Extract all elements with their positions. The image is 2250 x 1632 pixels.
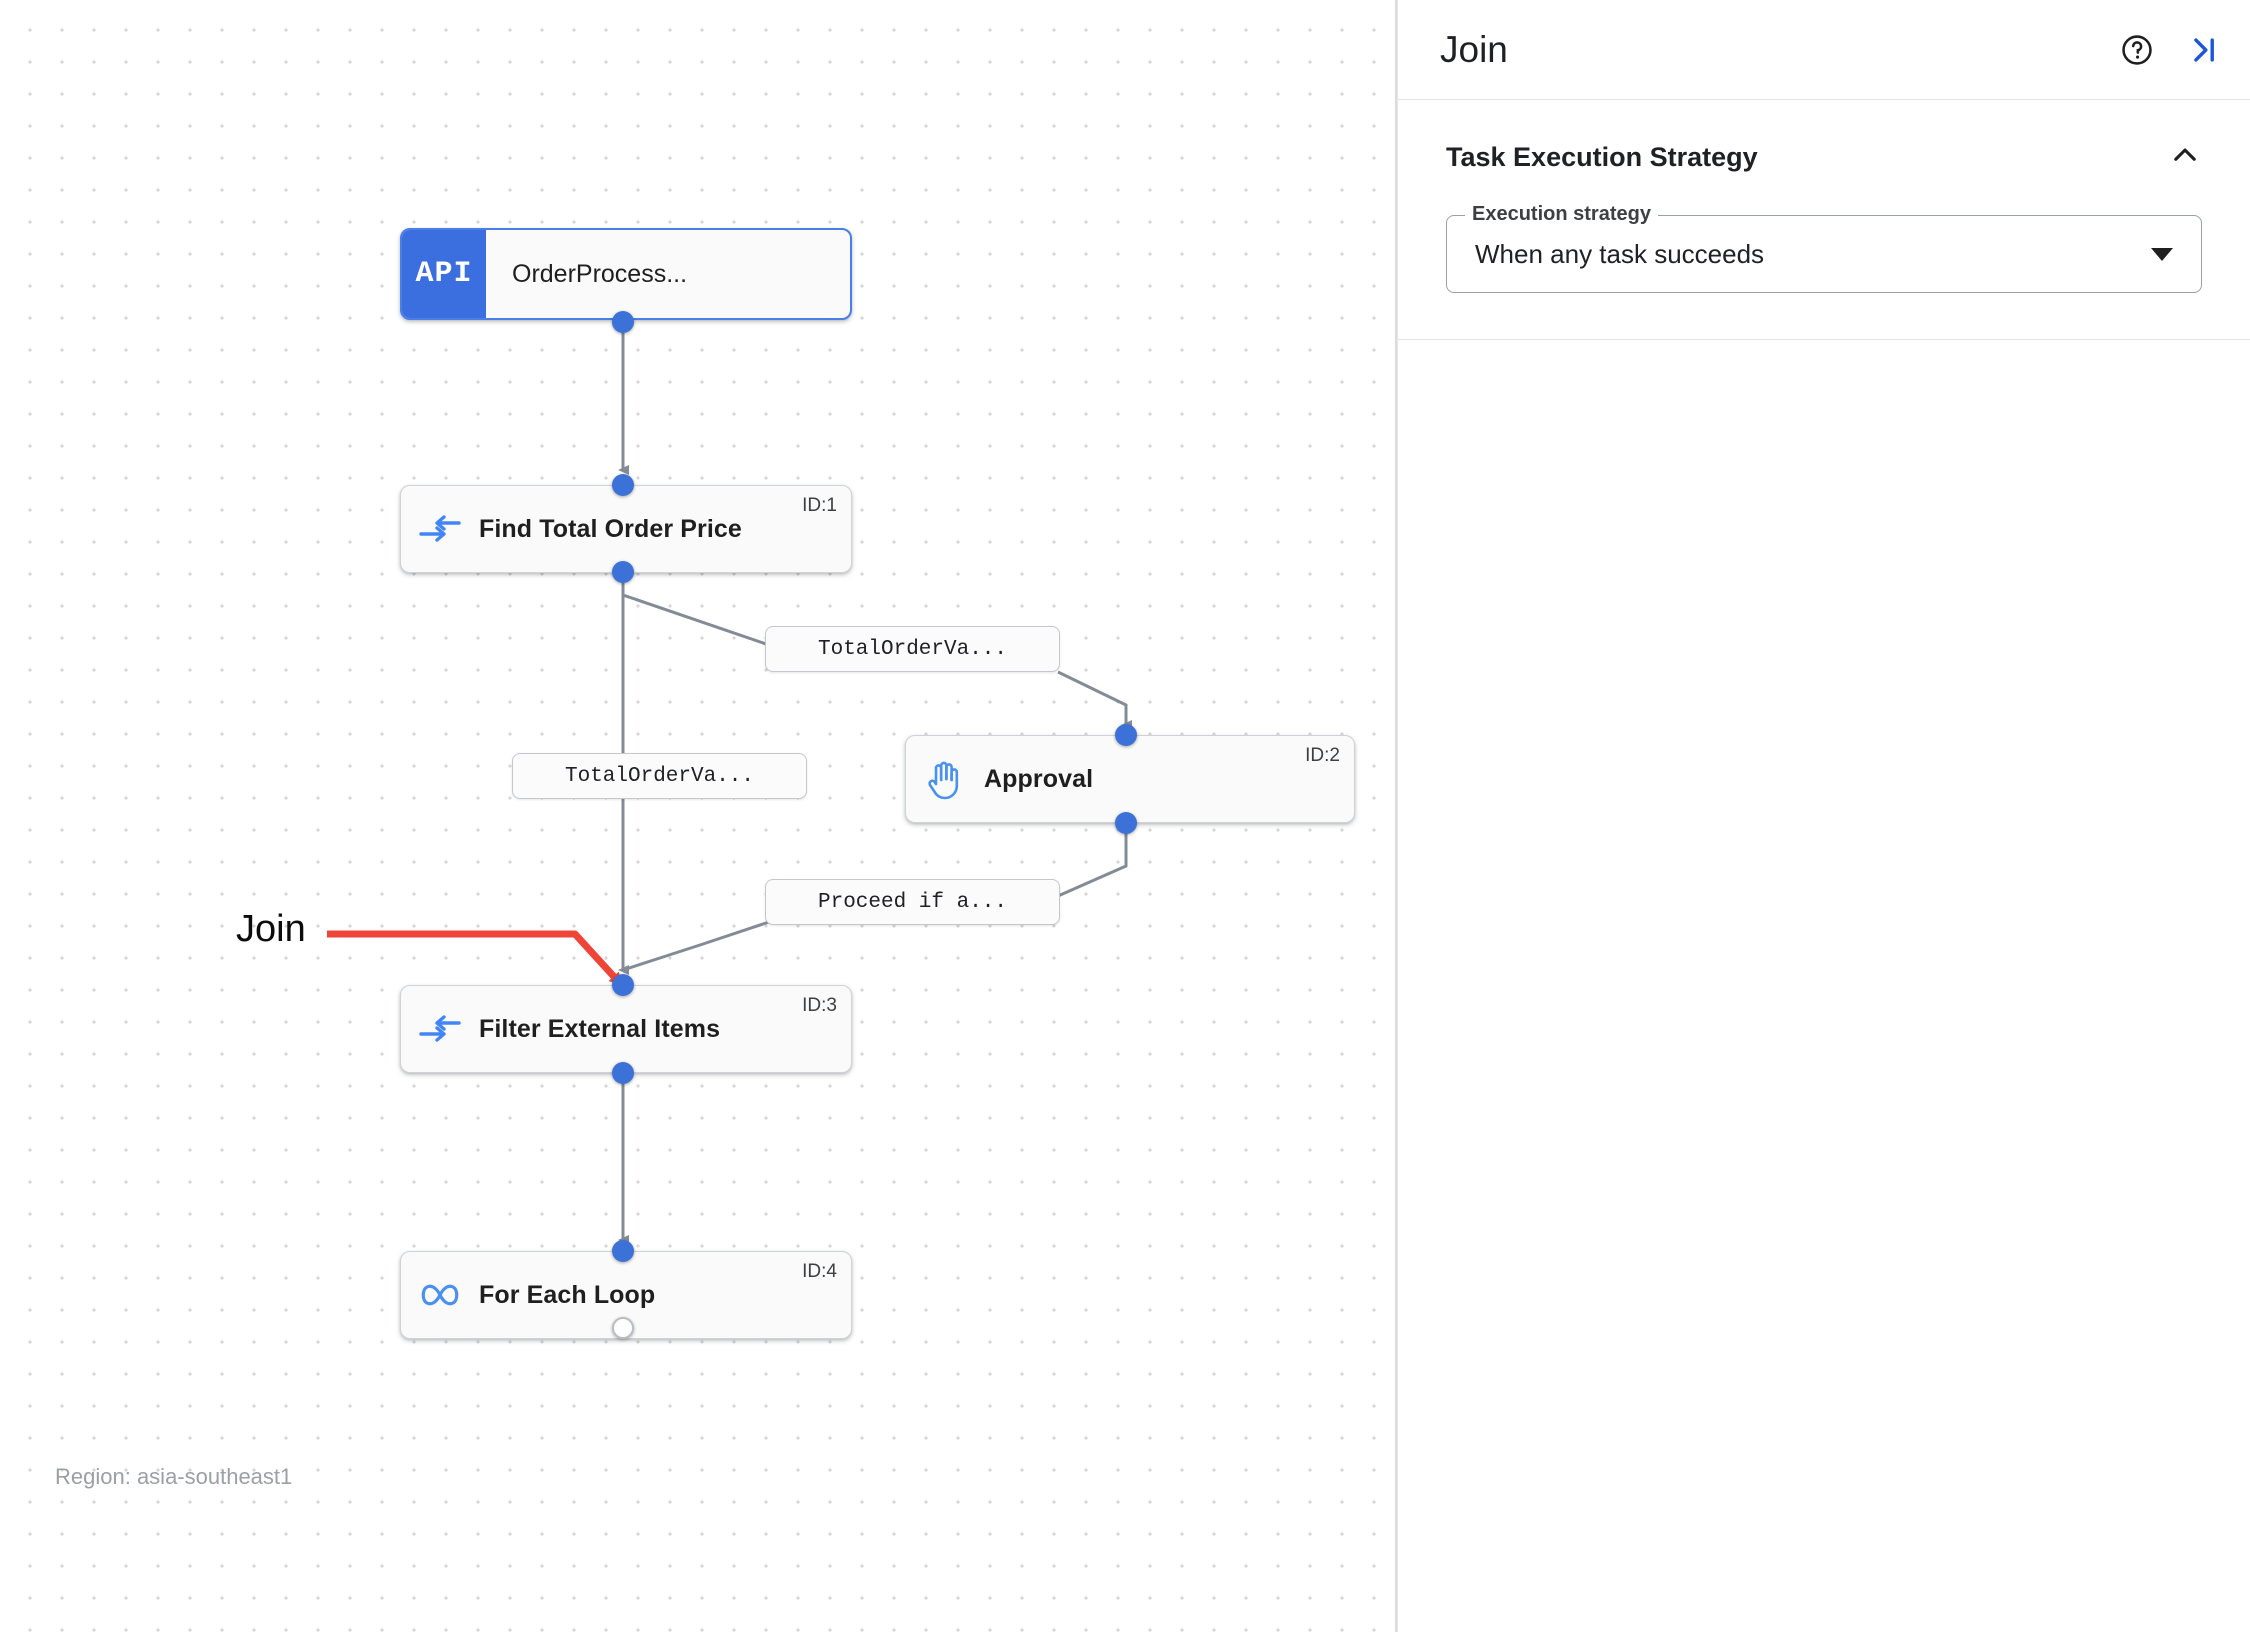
execution-strategy-value: When any task succeeds [1475, 238, 1765, 269]
panel-header-actions [2120, 33, 2220, 67]
connector-task3-output[interactable] [612, 1062, 634, 1084]
node-id-label: ID:4 [802, 1261, 837, 1282]
execution-strategy-label: Execution strategy [1465, 203, 1658, 226]
help-circle-icon[interactable] [2120, 33, 2154, 67]
region-label: Region: asia-southeast1 [55, 1464, 293, 1489]
annotation-arrow [327, 930, 623, 986]
panel-header: Join [1398, 0, 2250, 100]
chevron-up-icon[interactable] [2168, 138, 2202, 177]
connector-task2-output[interactable] [1115, 812, 1137, 834]
node-trigger-orderprocess[interactable]: API OrderProcess... [400, 228, 852, 320]
node-id-label: ID:2 [1305, 745, 1340, 766]
node-title: Approval [984, 764, 1094, 793]
collapse-panel-right-icon[interactable] [2186, 33, 2220, 67]
connector-task4-output[interactable] [612, 1317, 634, 1339]
node-task-approval[interactable]: Approval ID:2 [905, 735, 1355, 823]
node-task-find-total-order-price[interactable]: Find Total Order Price ID:1 [400, 485, 852, 573]
data-mapping-icon [401, 512, 479, 546]
api-badge-icon: API [402, 230, 486, 318]
edge-label-totalordervalue-left[interactable]: TotalOrderVa... [512, 753, 807, 799]
node-title: OrderProcess... [512, 259, 688, 288]
connector-task1-output[interactable] [612, 561, 634, 583]
raised-hand-icon [906, 758, 984, 800]
panel-title: Join [1440, 28, 1508, 70]
annotation-label: Join [236, 908, 306, 950]
section-title: Task Execution Strategy [1446, 142, 1758, 172]
connector-task3-input-join[interactable] [612, 974, 634, 996]
node-task-for-each-loop[interactable]: For Each Loop ID:4 [400, 1251, 852, 1339]
section-header[interactable]: Task Execution Strategy [1446, 138, 2202, 177]
connector-trigger-output[interactable] [612, 311, 634, 333]
edge-label-totalordervalue-right[interactable]: TotalOrderVa... [765, 626, 1060, 672]
section-task-execution-strategy: Task Execution Strategy Execution strate… [1398, 100, 2250, 340]
node-id-label: ID:1 [802, 495, 837, 516]
canvas-panel-divider [1395, 0, 1397, 1632]
node-title: Filter External Items [479, 1014, 721, 1043]
connector-task4-input[interactable] [612, 1240, 634, 1262]
node-id-label: ID:3 [802, 995, 837, 1016]
connector-task1-input[interactable] [612, 474, 634, 496]
details-panel: Join Task Execu [1397, 0, 2250, 1632]
data-mapping-icon [401, 1012, 479, 1046]
edge-label-proceed-if-approved[interactable]: Proceed if a... [765, 879, 1060, 925]
workflow-canvas[interactable]: Join API OrderProcess... Find Total Orde… [0, 0, 1396, 1632]
execution-strategy-select[interactable]: Execution strategy When any task succeed… [1446, 203, 2202, 293]
connector-task2-input[interactable] [1115, 724, 1137, 746]
dropdown-arrow-icon[interactable] [2151, 247, 2173, 261]
node-title: For Each Loop [479, 1280, 656, 1309]
infinity-icon [401, 1280, 479, 1310]
node-title: Find Total Order Price [479, 514, 742, 543]
node-task-filter-external-items[interactable]: Filter External Items ID:3 [400, 985, 852, 1073]
